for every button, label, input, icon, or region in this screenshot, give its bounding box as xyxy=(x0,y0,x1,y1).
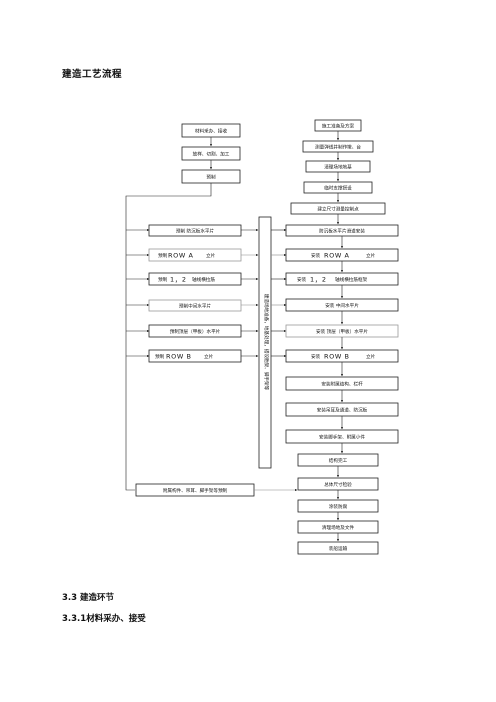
box-loadout-transport: 装船运输 xyxy=(297,541,379,555)
page-title: 建造工艺流程 xyxy=(62,69,123,80)
box-prefab-axis-braces: 预制 1，2 轴线横拉筋 xyxy=(148,272,242,286)
box-label: 1，2 xyxy=(170,276,187,284)
subsection-heading: 3.3.1材料采办、接受 xyxy=(62,614,146,624)
box-material-procurement: 材料采办、接收 xyxy=(181,123,241,138)
box-label: 临时支撑搭设 xyxy=(324,184,352,191)
box-label: 安装脚手架、附属小件 xyxy=(319,434,365,441)
box-mudmat-skid: 防沉板水平片滑道安装 xyxy=(285,224,399,237)
box-coating: 涂装防腐 xyxy=(297,499,379,513)
connector-left-trunk xyxy=(125,183,212,491)
box-install-deck-horizontal: 安装 顶层（甲板）水平片 xyxy=(285,324,399,338)
box-label: 清理场地地基 xyxy=(324,163,352,170)
box-label: 总体尺寸检验 xyxy=(324,481,352,488)
box-label: ROW B xyxy=(324,353,350,361)
box-label: 安装吊耳及通道、防沉板 xyxy=(317,407,368,414)
box-label: 清理场地及文件 xyxy=(322,524,355,531)
box-label: 预制 防沉板水平片 xyxy=(176,227,215,234)
box-label: 装船运输 xyxy=(329,545,348,552)
box-site-preparation: 建造场地准备，地基处理，搭设胎架、脚手架等 xyxy=(258,216,272,469)
box-label: 轴线横拉筋 xyxy=(192,276,215,283)
box-install-row-a: 安装 ROW A 立片 xyxy=(285,248,399,262)
box-label: ROW A xyxy=(168,252,194,260)
box-label: 结构完工 xyxy=(329,457,348,464)
box-label: 安装 顶层（甲板）水平片 xyxy=(316,328,368,335)
box-label: 预制 xyxy=(158,252,168,259)
box-label: 轴线横拉筋框架 xyxy=(335,276,368,283)
box-label: 安装 中间水平片 xyxy=(325,302,359,309)
box-label: 涂装防腐 xyxy=(329,503,348,510)
box-prefab-row-a: 预制 ROW A 立片 xyxy=(148,248,242,262)
box-install-axis-frame: 安装 1，2 轴线横拉筋框架 xyxy=(285,272,399,286)
section-heading: 3.3 建造环节 xyxy=(62,593,115,603)
box-prefab-middle-horizontal: 预制中间水平片 xyxy=(148,299,242,312)
box-structure-complete: 结构完工 xyxy=(297,453,379,467)
box-label: 施工准备及方案 xyxy=(322,122,355,129)
box-label: 放样、切割、加工 xyxy=(193,151,230,158)
box-prefab-attachments: 附属构件、吊耳、脚手架等预制 xyxy=(135,483,255,497)
box-label: 安装附属结构、栏杆 xyxy=(321,381,363,388)
box-label: ROW B xyxy=(166,353,192,361)
box-label: 建立尺寸测量控制点 xyxy=(317,205,359,212)
box-prefab-row-b: 预制 ROW B 立片 xyxy=(148,349,242,363)
box-install-scaffold: 安装脚手架、附属小件 xyxy=(285,429,399,444)
box-label: 安装 xyxy=(297,276,307,283)
box-prefab-deck-horizontal: 预制顶层（甲板）水平片 xyxy=(148,324,242,338)
box-install-row-b: 安装 ROW B 立片 xyxy=(285,349,399,363)
box-cutting: 放样、切割、加工 xyxy=(181,146,241,161)
box-label: 建造场地准备，地基处理，搭设胎架、脚手架等 xyxy=(263,294,270,391)
box-prefab-mudmat-horizontal: 预制 防沉板水平片 xyxy=(148,224,242,237)
box-label: 立片 xyxy=(206,252,216,259)
box-temporary-support: 临时支撑搭设 xyxy=(303,181,373,194)
box-label: 测量弹线并制作墩、台 xyxy=(315,143,361,150)
box-label: 材料采办、接收 xyxy=(195,128,228,135)
box-label: 预制中间水平片 xyxy=(179,302,212,309)
box-label: 附属构件、吊耳、脚手架等预制 xyxy=(163,487,228,494)
box-label: 立片 xyxy=(366,252,376,259)
box-prefab: 预制 xyxy=(181,169,241,184)
box-install-padeyes: 安装吊耳及通道、防沉板 xyxy=(285,402,399,417)
box-label: ROW A xyxy=(324,252,350,260)
box-site-clearing: 清理场地地基 xyxy=(305,160,371,173)
box-label: 防沉板水平片滑道安装 xyxy=(319,227,365,234)
box-label: 立片 xyxy=(204,353,214,360)
box-survey-marking: 测量弹线并制作墩、台 xyxy=(302,140,374,153)
box-dimension-inspection: 总体尺寸检验 xyxy=(297,477,379,491)
box-label: 预制顶层（甲板）水平片 xyxy=(170,328,221,335)
box-control-points: 建立尺寸测量控制点 xyxy=(290,202,386,215)
box-label: 预制 xyxy=(206,174,216,181)
box-construction-plan: 施工准备及方案 xyxy=(314,119,362,132)
box-install-middle-horizontal: 安装 中间水平片 xyxy=(285,298,399,312)
box-label: 安装 xyxy=(311,252,321,259)
box-label: 预制 xyxy=(155,353,165,360)
box-cleanup-documents: 清理场地及文件 xyxy=(297,520,379,534)
box-label: 预制 xyxy=(158,276,168,283)
box-label: 安装 xyxy=(311,353,321,360)
box-label: 1，2 xyxy=(310,276,327,284)
box-label: 立片 xyxy=(366,353,376,360)
box-install-appurtenances: 安装附属结构、栏杆 xyxy=(285,376,399,391)
